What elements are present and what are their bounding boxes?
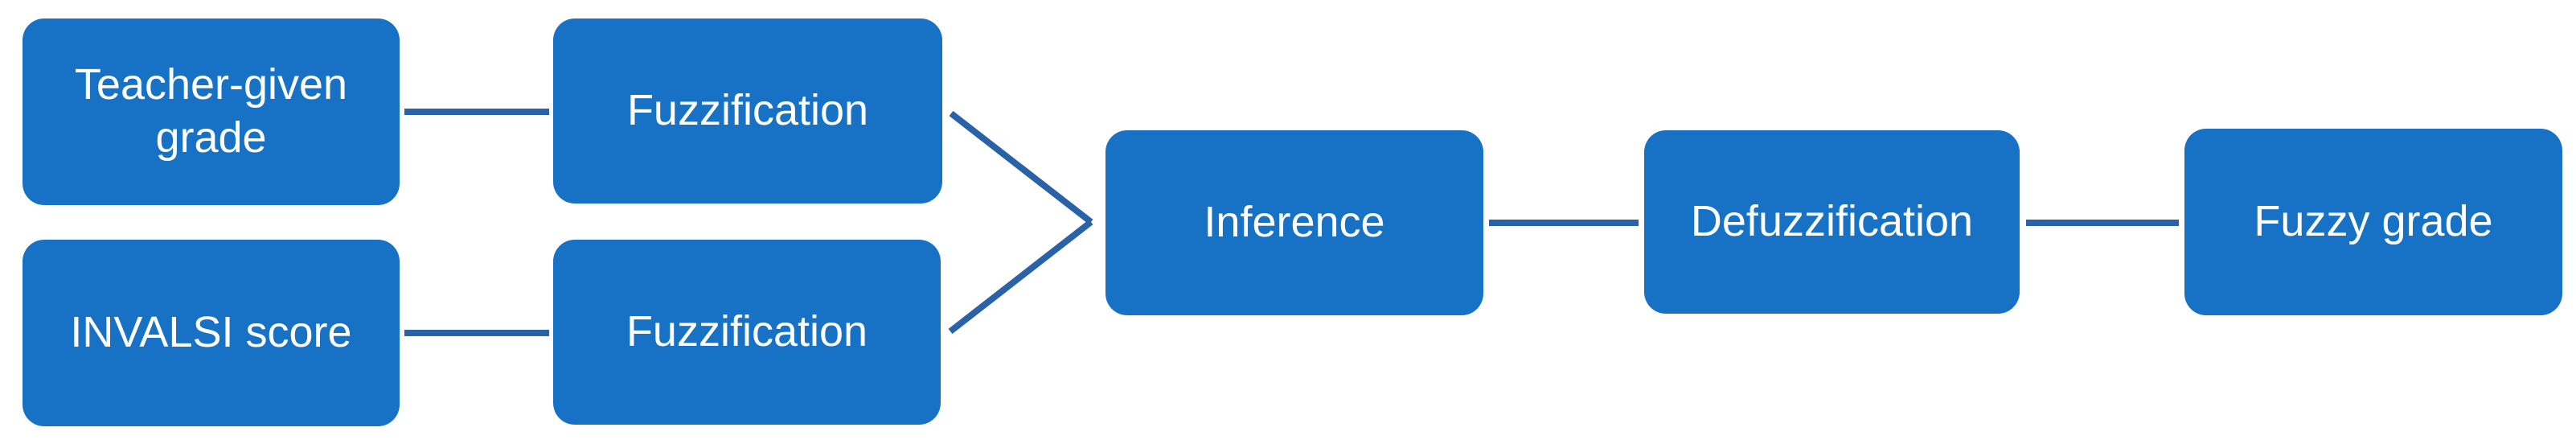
node-label: Fuzzy grade [2254, 197, 2493, 246]
node-teacher-given-grade: Teacher-given grade [23, 18, 400, 205]
node-invalsi-score: INVALSI score [23, 240, 400, 426]
node-inference: Inference [1105, 130, 1483, 315]
connector-fuzzification-bottom-to-inference [948, 219, 1093, 335]
node-label: Fuzzification [626, 307, 868, 356]
node-label: INVALSI score [70, 308, 352, 357]
node-label: Fuzzification [626, 86, 869, 135]
node-label: Teacher-given grade [74, 60, 348, 162]
connector-fuzzification-top-to-inference [949, 110, 1093, 225]
node-label: Defuzzification [1690, 197, 1974, 246]
node-fuzzification-bottom: Fuzzification [553, 240, 941, 425]
node-label: Inference [1204, 198, 1385, 247]
node-fuzzy-grade: Fuzzy grade [2184, 129, 2562, 315]
node-defuzzification: Defuzzification [1644, 130, 2020, 314]
node-fuzzification-top: Fuzzification [553, 18, 942, 203]
